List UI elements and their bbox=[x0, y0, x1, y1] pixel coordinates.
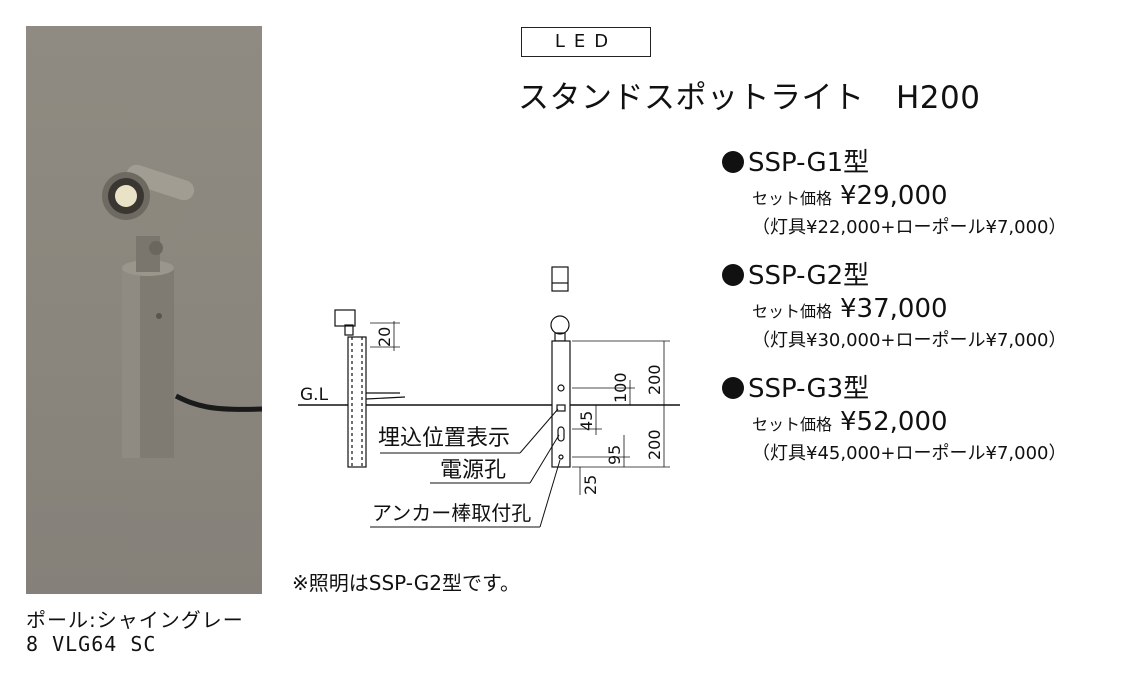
price-breakdown: （灯具¥22,000+ローポール¥7,000） bbox=[752, 217, 1067, 238]
product-photo bbox=[26, 26, 262, 594]
price-breakdown: （灯具¥30,000+ローポール¥7,000） bbox=[752, 330, 1067, 351]
dim-20-label: 20 bbox=[375, 327, 394, 347]
price-value: ¥52,000 bbox=[840, 407, 948, 437]
variant-name: SSP-G3型 bbox=[722, 368, 1122, 405]
label-embed-position: 埋込位置表示 bbox=[378, 426, 510, 451]
led-badge: LED bbox=[521, 27, 651, 57]
bullet-icon bbox=[722, 377, 744, 399]
variant-name: SSP-G2型 bbox=[722, 255, 1122, 292]
dimension-diagram: G.L 20 200 200 100 45 95 25 埋込位置表示 電源孔 ア… bbox=[298, 266, 680, 528]
footnote: ※照明はSSP-G2型です。 bbox=[292, 571, 520, 595]
dim-100-label: 100 bbox=[611, 372, 630, 403]
price-value: ¥29,000 bbox=[840, 181, 948, 211]
label-anchor-hole: アンカー棒取付孔 bbox=[372, 501, 531, 525]
variant-ssp-g2: SSP-G2型 セット価格 ¥37,000 （灯具¥30,000+ローポール¥7,… bbox=[722, 255, 1122, 352]
variant-ssp-g3: SSP-G3型 セット価格 ¥52,000 （灯具¥45,000+ローポール¥7,… bbox=[722, 368, 1122, 465]
spotlight-illustration bbox=[102, 164, 262, 458]
bullet-icon bbox=[722, 264, 744, 286]
photo-caption-code: 8 VLG64 SC bbox=[26, 632, 157, 656]
price-label: セット価格 bbox=[752, 415, 833, 434]
price-breakdown: （灯具¥45,000+ローポール¥7,000） bbox=[752, 443, 1067, 464]
dim-25-label: 25 bbox=[581, 475, 600, 495]
variant-ssp-g1: SSP-G1型 セット価格 ¥29,000 （灯具¥22,000+ローポール¥7,… bbox=[722, 142, 1122, 239]
ground-label: G.L bbox=[300, 385, 329, 405]
product-title: スタンドスポットライト H200 bbox=[518, 80, 981, 116]
dim-95-label: 95 bbox=[605, 445, 624, 465]
bullet-icon bbox=[722, 151, 744, 173]
label-power-hole: 電源孔 bbox=[440, 458, 506, 483]
price-label: セット価格 bbox=[752, 189, 833, 208]
dim-45-label: 45 bbox=[577, 411, 596, 431]
price-value: ¥37,000 bbox=[840, 294, 948, 324]
price-label: セット価格 bbox=[752, 302, 833, 321]
variant-name: SSP-G1型 bbox=[722, 142, 1122, 179]
dim-200-upper-label: 200 bbox=[645, 364, 664, 395]
dim-200-lower-label: 200 bbox=[645, 429, 664, 460]
photo-caption-color: ポール:シャイングレー bbox=[26, 608, 244, 632]
